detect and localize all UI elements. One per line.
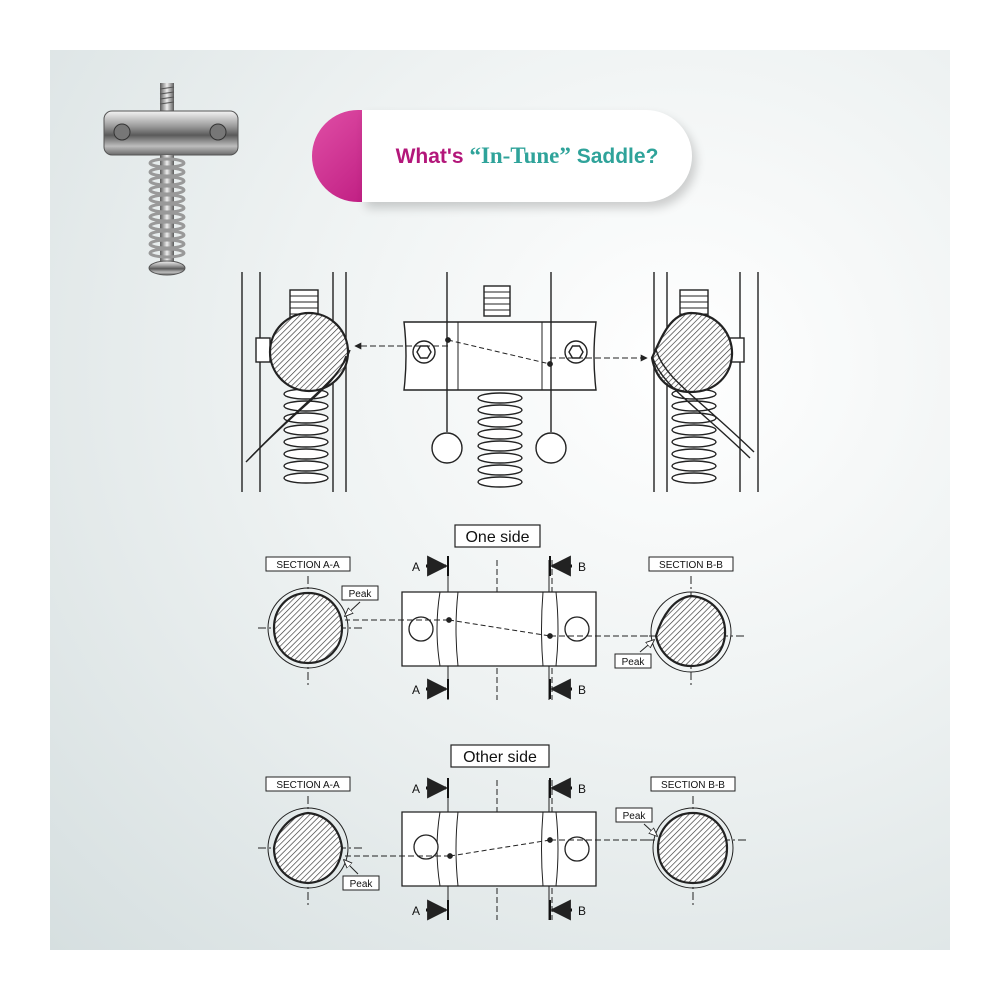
technical-drawing: One side SECTION A-A Peak (241, 272, 759, 921)
saddle-photo (103, 83, 239, 276)
cut-label-a-top-2: A (412, 782, 420, 796)
section-a-label: SECTION A-A (276, 560, 340, 571)
section-b-label: SECTION B-B (659, 560, 723, 571)
cut-arrows-other-side: A A B B (412, 777, 586, 921)
cut-label-a-bottom: A (412, 683, 420, 697)
other-side-label: Other side (463, 749, 537, 766)
peak-label-1a: Peak (349, 589, 373, 600)
cut-label-a-bottom-2: A (412, 904, 420, 918)
title-banner-body (362, 110, 692, 202)
center-top-view (354, 272, 648, 488)
title-part-1: What's (395, 145, 464, 168)
right-side-view (650, 272, 759, 492)
peak-label-2b: Peak (623, 811, 647, 822)
cut-label-a-top: A (412, 560, 420, 574)
cut-label-b-bottom: B (578, 683, 586, 697)
title-part-3: Saddle? (576, 145, 659, 168)
section-b-label-2: SECTION B-B (661, 780, 725, 791)
cut-label-b-top-2: B (578, 782, 586, 796)
left-side-view (241, 272, 351, 492)
peak-label-1b: Peak (622, 657, 646, 668)
section-a-label-2: SECTION A-A (276, 780, 340, 791)
title-banner: What's “In-Tune” Saddle? (312, 110, 692, 202)
cut-label-b-top: B (578, 560, 586, 574)
one-side-label: One side (465, 529, 529, 546)
other-side-section: Other side SECTION A-A Peak (258, 744, 746, 921)
diagram-panel: What's “In-Tune” Saddle? (50, 50, 950, 950)
peak-label-2a: Peak (350, 879, 374, 890)
cut-label-b-bottom-2: B (578, 904, 586, 918)
title-part-2: “In-Tune” (469, 143, 571, 168)
cut-arrows-one-side: A A B B (412, 555, 586, 700)
page-title: What's “In-Tune” Saddle? (372, 110, 682, 202)
one-side-section: One side SECTION A-A Peak (258, 524, 744, 700)
